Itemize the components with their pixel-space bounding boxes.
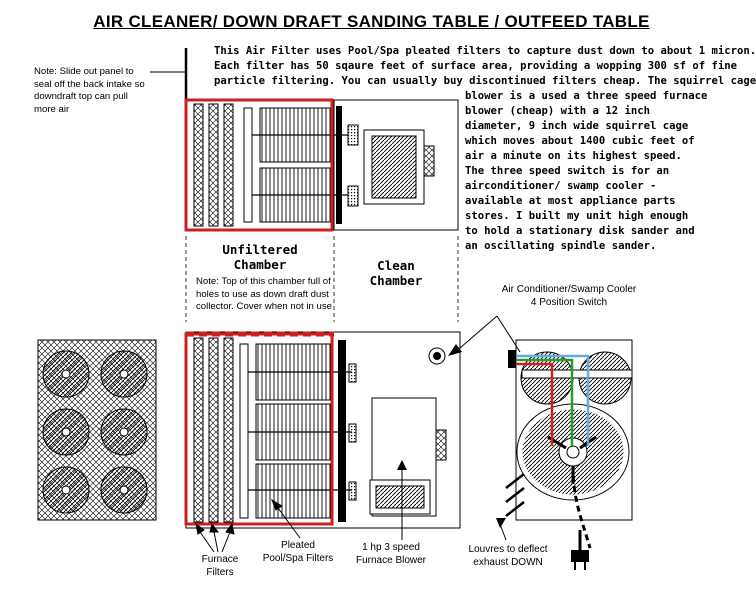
- description-line-5: blower (cheap) with a 12 inch: [465, 105, 650, 117]
- label-pleated-line-2: Pool/Spa Filters: [262, 552, 334, 564]
- note-slide-out-panel: Note: Slide out panel to seal off the ba…: [34, 66, 145, 115]
- description-line-10: airconditioner/ swamp cooler -: [465, 180, 657, 192]
- label-unfiltered-line-2: Chamber: [233, 257, 287, 272]
- description-line-3: particle filtering. You can usually buy …: [214, 75, 756, 87]
- description-line-8: air a minute on its highest speed.: [465, 150, 682, 162]
- label-louvres-line-2: exhaust DOWN: [473, 556, 543, 568]
- description-line-4: blower is a used a three speed furnace: [465, 90, 708, 102]
- label-switch-line-2: 4 Position Switch: [530, 296, 608, 308]
- side-view-unit: [448, 315, 633, 570]
- label-clean-line-1: Clean: [377, 258, 415, 273]
- label-blower: 1 hp 3 speed Furnace Blower: [346, 542, 436, 567]
- chamber-dividers: [185, 236, 459, 322]
- label-switch-line-1: Air Conditioner/Swamp Cooler: [501, 284, 637, 295]
- callout-arrows: [195, 498, 301, 553]
- panel-filter-discs: [42, 350, 148, 514]
- label-clean-chamber: Clean Chamber: [336, 258, 456, 288]
- label-blower-line-2: Furnace Blower: [355, 554, 427, 566]
- label-unfiltered-chamber: Unfiltered Chamber: [190, 242, 330, 272]
- note-top-holes: Note: Top of this chamber full of holes …: [196, 276, 332, 313]
- diagram-title: AIR CLEANER/ DOWN DRAFT SANDING TABLE / …: [93, 12, 650, 31]
- label-furnace-line-2: Filters: [206, 566, 234, 578]
- label-blower-line-1: 1 hp 3 speed: [362, 542, 420, 553]
- description-line-14: an oscillating spindle sander.: [465, 240, 657, 252]
- description-line-6: diameter, 9 inch wide squirrel cage: [465, 120, 689, 132]
- label-clean-line-2: Chamber: [369, 273, 423, 288]
- description-line-13: to hold a stationary disk sander and: [465, 225, 695, 237]
- label-louvres-line-1: Louvres to deflect: [468, 544, 548, 555]
- downdraft-top-panel: [37, 339, 157, 521]
- description-line-9: The three speed switch is for an: [465, 165, 670, 177]
- label-switch: Air Conditioner/Swamp Cooler 4 Position …: [476, 284, 662, 309]
- top-view-unit: [150, 48, 459, 232]
- description-line-2: Each filter has 50 sqaure feet of surfac…: [214, 60, 737, 72]
- front-view-unit: [184, 331, 461, 540]
- label-pleated-filters: Pleated Pool/Spa Filters: [250, 540, 346, 565]
- description-line-11: available at most appliance parts: [465, 195, 676, 207]
- description-line-1: This Air Filter uses Pool/Spa pleated fi…: [214, 45, 756, 57]
- label-unfiltered-line-1: Unfiltered: [222, 242, 298, 257]
- label-pleated-line-1: Pleated: [281, 540, 315, 551]
- description-line-7: which moves about 1400 cubic feet of: [465, 135, 695, 147]
- description-line-12: stores. I built my unit high enough: [465, 210, 689, 222]
- label-furnace-filters: Furnace Filters: [190, 554, 250, 579]
- label-furnace-line-1: Furnace: [201, 554, 239, 565]
- label-louvres: Louvres to deflect exhaust DOWN: [462, 544, 554, 569]
